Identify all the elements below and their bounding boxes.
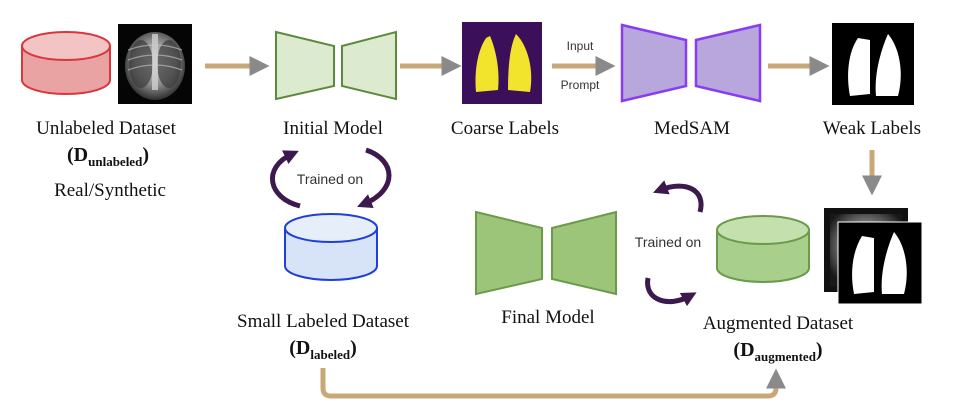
weak-labels-image — [832, 23, 914, 105]
symbol-subscript: labeled — [310, 347, 350, 362]
symbol-base: D — [74, 144, 88, 166]
coarse-labels-image — [462, 22, 542, 104]
augmented-images-stack — [824, 208, 923, 305]
unlabeled-dataset-symbol: (Dunlabeled) — [67, 144, 149, 169]
coarse-labels-label: Coarse Labels — [451, 118, 559, 139]
symbol-subscript: augmented — [755, 349, 817, 364]
trained-on-label-right: Trained on — [635, 234, 701, 250]
input-label: Input — [567, 39, 594, 53]
weak-labels-label: Weak Labels — [823, 118, 921, 139]
medsam-model-icon — [620, 23, 762, 103]
augmented-dataset-label: Augmented Dataset — [703, 313, 854, 334]
unlabeled-dataset-cylinder-icon — [21, 31, 111, 95]
augmented-dataset-symbol: (Daugmented) — [733, 339, 822, 364]
unlabeled-dataset-label: Unlabeled Dataset — [36, 118, 177, 139]
final-model-icon — [475, 210, 617, 296]
medsam-label: MedSAM — [654, 118, 730, 139]
symbol-base: D — [740, 339, 754, 361]
real-synthetic-label: Real/Synthetic — [54, 180, 166, 201]
small-labeled-dataset-label: Small Labeled Dataset — [237, 311, 410, 332]
small-labeled-dataset-symbol: (Dlabeled) — [289, 337, 357, 362]
training-cycle-right-icon — [645, 180, 704, 307]
initial-model-icon — [275, 30, 397, 101]
small-labeled-dataset-cylinder-icon — [284, 213, 378, 281]
initial-model-label: Initial Model — [283, 118, 383, 139]
final-model-label: Final Model — [501, 307, 594, 328]
trained-on-label-left: Trained on — [297, 171, 363, 187]
symbol-subscript: unlabeled — [88, 154, 143, 169]
symbol-base: D — [296, 337, 310, 359]
arrow-labeled-to-augmented — [320, 368, 786, 399]
prompt-label: Prompt — [561, 78, 600, 92]
augmented-dataset-cylinder-icon — [716, 215, 810, 283]
chest-xray-image — [118, 24, 192, 104]
training-cycle-left-icon — [270, 147, 392, 209]
